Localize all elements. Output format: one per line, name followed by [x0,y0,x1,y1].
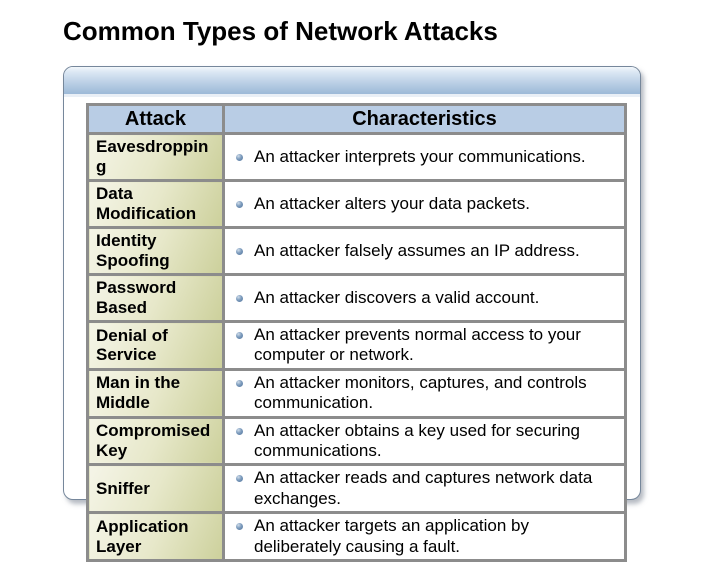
characteristic-cell: An attacker prevents normal access to yo… [222,320,627,371]
attack-cell: Man in the Middle [86,367,225,419]
attack-cell: Denial of Service [86,320,225,371]
bullet-icon [236,247,243,255]
characteristic-cell: An attacker interprets your communicatio… [222,132,627,182]
characteristic-text: An attacker alters your data packets. [254,193,530,213]
table-row: Identity Spoofing An attacker falsely as… [86,226,627,276]
characteristic-text: An attacker falsely assumes an IP addres… [254,240,580,260]
bullet-icon [236,523,243,531]
table-row: Compromised Key An attacker obtains a ke… [86,415,627,467]
characteristic-text: An attacker interprets your communicatio… [254,146,586,166]
characteristic-cell: An attacker discovers a valid account. [222,273,627,323]
panel-header-band [64,67,640,97]
attack-cell: Password Based [86,273,225,323]
table-row: Denial of Service An attacker prevents n… [86,320,627,371]
attack-column-header: Attack [86,103,225,135]
attack-cell: Data Modification [86,179,225,229]
bullet-icon [236,153,243,161]
characteristic-cell: An attacker falsely assumes an IP addres… [222,226,627,276]
table-header-row: Attack Characteristics [86,103,627,135]
slide-title: Common Types of Network Attacks [63,16,498,46]
bullet-icon [236,200,243,208]
table-row: Data Modification An attacker alters you… [86,179,627,229]
characteristic-text: An attacker reads and captures network d… [254,468,593,508]
attack-cell: Eavesdropping [86,132,225,182]
bullet-icon [236,379,243,387]
characteristic-cell: An attacker obtains a key used for secur… [222,415,627,467]
characteristic-cell: An attacker targets an application by de… [222,511,627,562]
characteristic-text: An attacker targets an application by de… [254,516,529,556]
attacks-table: Attack Characteristics Eavesdropping An … [86,103,627,562]
table-row: Sniffer An attacker reads and captures n… [86,463,627,515]
characteristic-text: An attacker obtains a key used for secur… [254,420,581,460]
characteristic-text: An attacker discovers a valid account. [254,287,540,307]
characteristic-text: An attacker monitors, captures, and cont… [254,372,587,413]
bullet-icon [236,475,243,483]
characteristic-cell: An attacker monitors, captures, and cont… [222,367,627,419]
table-row: Application Layer An attacker targets an… [86,511,627,562]
characteristic-text: An attacker prevents normal access to yo… [254,325,581,365]
table-row: Password Based An attacker discovers a v… [86,273,627,323]
slide-canvas: { "slide": { "title": "Common Types of N… [63,16,641,562]
table-row: Man in the Middle An attacker monitors, … [86,367,627,419]
attack-cell: Identity Spoofing [86,226,225,276]
bullet-icon [236,332,243,339]
characteristic-cell: An attacker reads and captures network d… [222,463,627,515]
attack-cell: Compromised Key [86,415,225,467]
characteristics-column-header: Characteristics [222,103,627,135]
bullet-icon [236,427,243,435]
table-row: Eavesdropping An attacker interprets you… [86,132,627,182]
bullet-icon [236,294,243,302]
attack-cell: Application Layer [86,511,225,562]
characteristic-cell: An attacker alters your data packets. [222,179,627,229]
attack-cell: Sniffer [86,463,225,515]
